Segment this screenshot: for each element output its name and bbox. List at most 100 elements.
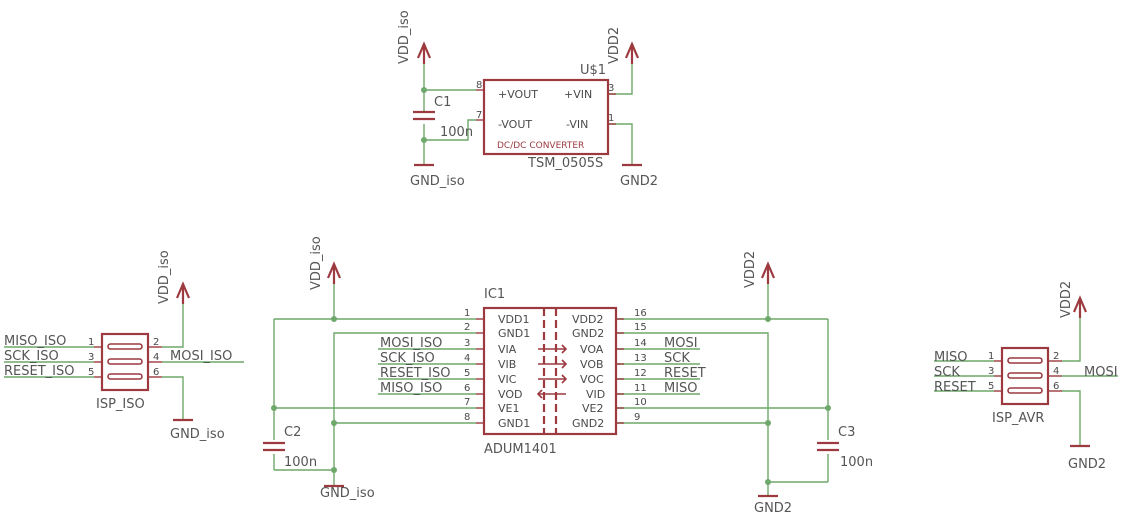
ic-net-mosi-iso: MOSI_ISO bbox=[380, 336, 442, 351]
ic1-pin-name-vdd1: VDD1 bbox=[498, 313, 529, 326]
converter-pin-3: 3 bbox=[608, 83, 614, 94]
vdd-iso-label: VDD_iso bbox=[397, 10, 412, 64]
ic1-pin-1: 1 bbox=[464, 308, 470, 319]
converter-value: TSM_0505S bbox=[527, 156, 603, 171]
gnd2-symbol-isp: GND2 bbox=[1068, 444, 1106, 472]
isolation-channel-arrows bbox=[536, 344, 568, 399]
ic1-pin-7: 7 bbox=[464, 397, 470, 408]
converter-pin-1: 1 bbox=[608, 113, 614, 124]
ic1-pin-name-gnd2-b: GND2 bbox=[572, 417, 604, 430]
isp-avr-net-mosi: MOSI bbox=[1084, 365, 1118, 380]
capacitor-c2: C2 100n bbox=[263, 425, 317, 470]
c3-value: 100n bbox=[840, 455, 873, 470]
ic-net-reset: RESET bbox=[664, 366, 706, 381]
isp-avr-ref: ISP_AVR bbox=[992, 411, 1044, 426]
converter-u1: 8 7 3 1 +VOUT -VOUT +VIN -VIN DC/DC CONV… bbox=[476, 63, 616, 171]
capacitor-c3: C3 100n bbox=[817, 425, 873, 470]
ic1-value: ADUM1401 bbox=[484, 442, 557, 457]
ic-net-sck: SCK bbox=[664, 351, 690, 366]
ic1-pin-5: 5 bbox=[464, 368, 470, 379]
ic1-pin-name-voc: VOC bbox=[580, 373, 604, 386]
ic1-pin-name-vic: VIC bbox=[498, 373, 517, 386]
isp-iso-section: VDD_iso GND_iso MISO_ISO SCK_ISO RESET_I… bbox=[4, 250, 244, 442]
isp-avr-header: 1 3 5 2 4 6 ISP_AVR bbox=[988, 346, 1062, 426]
converter-description: DC/DC CONVERTER bbox=[497, 141, 584, 151]
ic1-pin-name-vib: VIB bbox=[498, 358, 516, 371]
vdd2-supply-top: VDD2 bbox=[607, 27, 640, 64]
vdd-iso-supply-ic: VDD_iso bbox=[309, 236, 342, 290]
c1-ref: C1 bbox=[434, 95, 451, 110]
isp-iso-net-mosi: MOSI_ISO bbox=[170, 349, 232, 364]
isolator-ic1: 1 2 3 4 5 6 7 8 VDD1 GND1 VIA VIB VIC VO… bbox=[464, 287, 647, 457]
gnd-iso-label: GND_iso bbox=[410, 174, 465, 189]
converter-pin-8: 8 bbox=[476, 80, 482, 91]
ic1-pin-name-gnd2-a: GND2 bbox=[572, 327, 604, 340]
vdd2-supply-isp: VDD2 bbox=[1059, 281, 1088, 318]
ic1-ref: IC1 bbox=[484, 287, 505, 302]
ic1-pin-13: 13 bbox=[634, 353, 647, 364]
isp-iso-pin-5: 5 bbox=[88, 367, 94, 378]
isolator-section: VDD_iso VDD2 GND_iso C2 bbox=[263, 236, 873, 516]
vdd-iso-label-isp: VDD_iso bbox=[157, 250, 172, 304]
isp-avr-pin-5: 5 bbox=[988, 381, 994, 392]
vdd2-label: VDD2 bbox=[607, 27, 622, 64]
vdd2-label-isp: VDD2 bbox=[1059, 281, 1074, 318]
converter-pin-vin-minus: -VIN bbox=[566, 118, 588, 131]
gnd-iso-symbol-isp: GND_iso bbox=[170, 418, 225, 442]
ic1-pin-name-vid: VID bbox=[586, 388, 605, 401]
isp-iso-net-reset: RESET_ISO bbox=[4, 364, 74, 379]
ic-net-reset-iso: RESET_ISO bbox=[380, 366, 450, 381]
gnd-iso-label-isp: GND_iso bbox=[170, 427, 225, 442]
isp-avr-net-sck: SCK bbox=[934, 365, 960, 380]
ic1-pin-name-vob: VOB bbox=[580, 358, 604, 371]
ic1-pin-11: 11 bbox=[634, 383, 647, 394]
isp-iso-net-sck: SCK_ISO bbox=[4, 349, 59, 364]
ic1-pin-name-via: VIA bbox=[498, 343, 517, 356]
ic1-pin-15: 15 bbox=[634, 322, 647, 333]
gnd-iso-label-ic: GND_iso bbox=[320, 486, 375, 501]
isp-iso-pin-6: 6 bbox=[153, 367, 159, 378]
converter-pin-7: 7 bbox=[476, 110, 482, 121]
ic1-pin-name-gnd1-a: GND1 bbox=[498, 327, 530, 340]
ic1-pin-9: 9 bbox=[634, 412, 640, 423]
isp-avr-pin-2: 2 bbox=[1053, 351, 1059, 362]
gnd2-symbol-top: GND2 bbox=[620, 163, 658, 189]
ic-net-miso-iso: MISO_ISO bbox=[380, 381, 442, 396]
c3-ref: C3 bbox=[838, 425, 855, 440]
ic1-pin-8: 8 bbox=[464, 412, 470, 423]
ic1-pin-name-vod: VOD bbox=[498, 388, 522, 401]
isp-avr-section: VDD2 GND2 MISO SCK RESET MOSI 1 3 bbox=[934, 281, 1118, 472]
ic1-pin-name-ve2: VE2 bbox=[582, 402, 603, 415]
c2-value: 100n bbox=[284, 455, 317, 470]
isp-iso-pin-2: 2 bbox=[153, 337, 159, 348]
dcdc-converter-section: VDD_iso VDD2 C1 100n GND_iso bbox=[397, 10, 658, 189]
ic1-pin-name-ve1: VE1 bbox=[498, 402, 519, 415]
ic1-pin-2: 2 bbox=[464, 322, 470, 333]
c1-value: 100n bbox=[440, 125, 473, 140]
isp-iso-pin-3: 3 bbox=[88, 352, 94, 363]
isp-iso-net-miso: MISO_ISO bbox=[4, 334, 66, 349]
ic-net-miso: MISO bbox=[664, 381, 698, 396]
isp-iso-pin-1: 1 bbox=[88, 337, 94, 348]
converter-ref: U$1 bbox=[580, 63, 606, 78]
vdd-iso-supply-top: VDD_iso bbox=[397, 10, 432, 64]
isp-avr-net-reset: RESET bbox=[934, 380, 976, 395]
ic1-pin-6: 6 bbox=[464, 383, 470, 394]
isp-iso-header: 1 3 5 2 4 6 ISP_ISO bbox=[88, 332, 162, 412]
isp-avr-pin-6: 6 bbox=[1053, 381, 1059, 392]
capacitor-c1: C1 100n bbox=[413, 95, 473, 140]
isp-iso-ref: ISP_ISO bbox=[96, 397, 145, 412]
ic1-pin-12: 12 bbox=[634, 368, 647, 379]
isp-iso-pin-4: 4 bbox=[153, 352, 159, 363]
ic1-pin-name-vdd2: VDD2 bbox=[572, 313, 603, 326]
converter-pin-vout-minus: -VOUT bbox=[498, 118, 532, 131]
converter-pin-vin-plus: +VIN bbox=[564, 88, 592, 101]
ic-net-mosi: MOSI bbox=[664, 336, 698, 351]
ic1-pin-3: 3 bbox=[464, 338, 470, 349]
isp-avr-pin-4: 4 bbox=[1053, 366, 1059, 377]
gnd-iso-symbol-top: GND_iso bbox=[410, 163, 465, 189]
vdd-iso-label-ic: VDD_iso bbox=[309, 236, 324, 290]
ic-net-sck-iso: SCK_ISO bbox=[380, 351, 435, 366]
gnd-iso-symbol-ic: GND_iso bbox=[320, 484, 375, 501]
